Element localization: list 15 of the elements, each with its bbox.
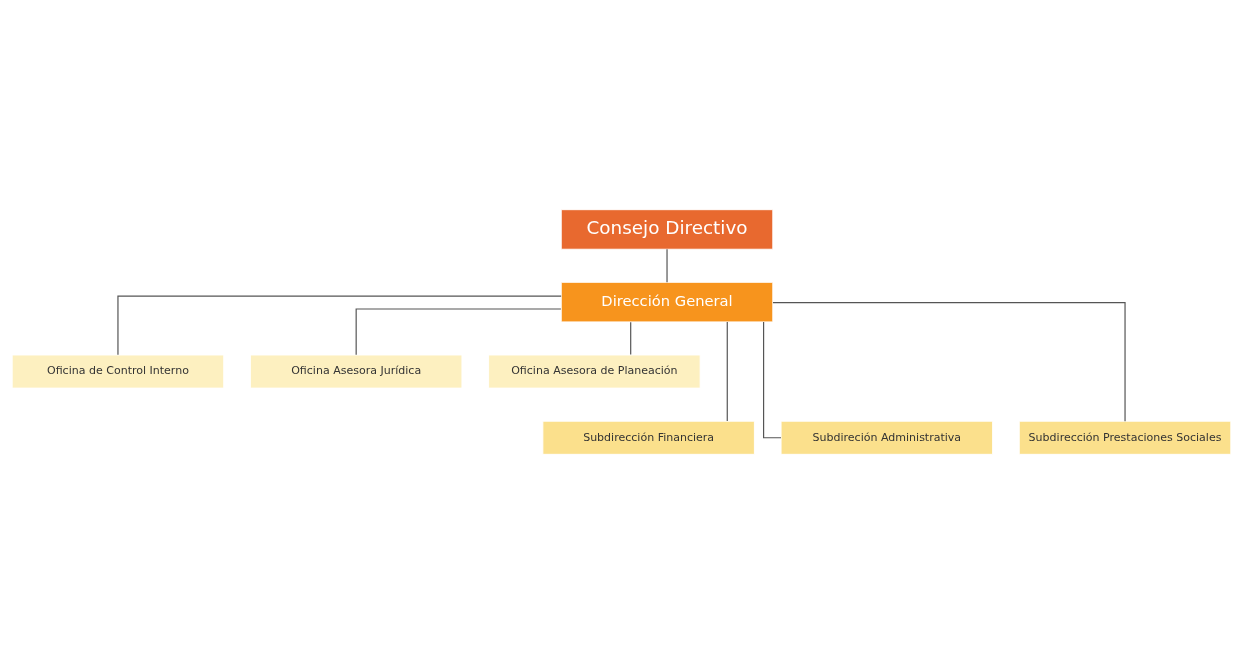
- connector: [726, 321, 728, 422]
- connector: [117, 295, 562, 355]
- node-box: Oficina de Control Interno: [11, 354, 225, 389]
- node-box: Subdireción Administrativa: [780, 420, 994, 455]
- connector: [763, 321, 782, 438]
- node-box: Dirección General: [560, 281, 774, 322]
- connector: [666, 248, 668, 283]
- connector: [355, 307, 562, 355]
- node-box: Oficina Asesora de Planeación: [488, 354, 701, 389]
- node-box: Subdirección Financiera: [542, 420, 755, 455]
- connector: [772, 301, 1126, 422]
- node-box: Oficina Asesora Jurídica: [249, 354, 463, 389]
- node-box: Subdirección Prestaciones Sociales: [1018, 420, 1232, 455]
- node-box: Consejo Directivo: [560, 208, 774, 250]
- connector: [630, 321, 632, 355]
